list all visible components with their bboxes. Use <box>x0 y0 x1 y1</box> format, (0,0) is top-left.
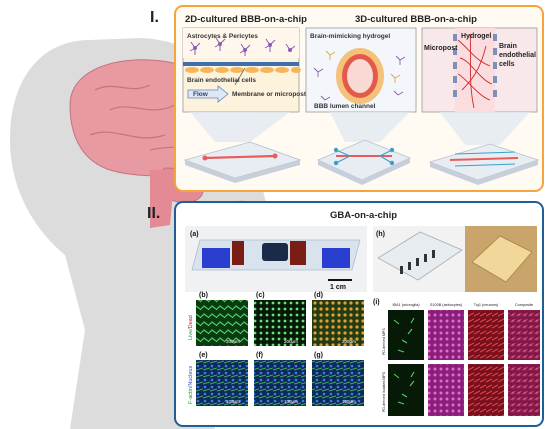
label-f: (f) <box>256 352 263 359</box>
stain-dead: Dead <box>188 315 194 328</box>
label-endothelial: endothelial <box>499 52 536 59</box>
scale-bar-b: 200µm <box>226 339 240 344</box>
label-c: (c) <box>256 292 265 299</box>
micrograph-e <box>196 360 248 406</box>
chip-3d-hydrogel <box>317 139 412 185</box>
device-photo-a <box>185 226 367 292</box>
row-label-pd-isolated-mps: PD-derived isolated MPS <box>382 371 386 412</box>
section-1-roman: I. <box>150 9 159 26</box>
col-header-s100b: S100B (astrocytes) <box>430 303 463 307</box>
stain-label-factin-nucleus: F-actin/Nucleus <box>188 366 194 404</box>
col-header-composite: Composite <box>515 303 533 307</box>
stain-label-live-dead: Live/Dead <box>188 315 194 340</box>
chip-3d-micropost <box>428 143 540 185</box>
label-h: (h) <box>376 231 385 238</box>
micrograph-f <box>254 360 306 406</box>
mps-grid <box>388 310 540 416</box>
svg-text:Live/Dead: Live/Dead <box>188 315 194 340</box>
stain-live: Live <box>188 330 194 340</box>
label-membrane: Membrane or microposts <box>232 91 310 98</box>
stain-factin: F-actin <box>188 387 194 404</box>
label-lumen-channel: BBB lumen channel <box>314 103 376 110</box>
row-label-pd-mps: PD-derived MPS <box>382 328 386 355</box>
scale-bar-c: 200µm <box>284 339 298 344</box>
brainstem-shape <box>150 170 175 228</box>
panel-3d-micropost <box>421 27 538 113</box>
scale-bar-e: 100µm <box>226 399 240 404</box>
micrograph-d <box>312 300 364 346</box>
scale-bar-d: 200µm <box>342 339 356 344</box>
label-g: (g) <box>314 352 323 359</box>
micrograph-b <box>196 300 248 346</box>
title-3d-bbb: 3D-cultured BBB-on-a-chip <box>355 14 477 25</box>
gba-title: GBA-on-a-chip <box>330 210 397 221</box>
svg-text:F-actin/Nucleus: F-actin/Nucleus <box>188 366 194 404</box>
label-flow: Flow <box>193 91 209 98</box>
col-header-tuj1: Tuj1 (neurons) <box>474 303 499 307</box>
label-d: (d) <box>314 292 323 299</box>
scale-bar-g: 100µm <box>342 399 356 404</box>
section-2-roman: II. <box>147 205 160 222</box>
stain-nucleus: Nucleus <box>188 366 194 386</box>
label-a: (a) <box>190 231 199 238</box>
label-e: (e) <box>199 352 208 359</box>
scale-bar-f: 100µm <box>284 399 298 404</box>
panel-3d-hydrogel <box>305 27 417 113</box>
label-micropost: Micropost <box>424 45 458 52</box>
chip-2d <box>183 141 302 183</box>
micrograph-c <box>254 300 306 346</box>
label-hydrogel: Hydrogel <box>461 33 491 40</box>
title-2d-bbb: 2D-cultured BBB-on-a-chip <box>185 14 307 25</box>
label-brain: Brain <box>499 43 517 50</box>
scale-1cm: 1 cm <box>330 284 346 291</box>
label-brain-hydrogel: Brain-mimicking hydrogel <box>310 33 390 40</box>
fluorescence-grid <box>196 300 364 406</box>
panel-2d-bbb <box>182 27 301 113</box>
label-astrocytes-pericytes: Astrocytes & Pericytes <box>187 33 258 40</box>
label-brain-endothelial: Brain endothelial cells <box>187 77 256 84</box>
micrograph-g <box>312 360 364 406</box>
col-header-iba1: IBA1 (microglia) <box>392 303 420 307</box>
label-i: (i) <box>373 299 380 306</box>
device-photo-h <box>373 226 537 292</box>
zoom-cones <box>190 112 530 145</box>
label-cells: cells <box>499 61 515 68</box>
label-b: (b) <box>199 292 208 299</box>
